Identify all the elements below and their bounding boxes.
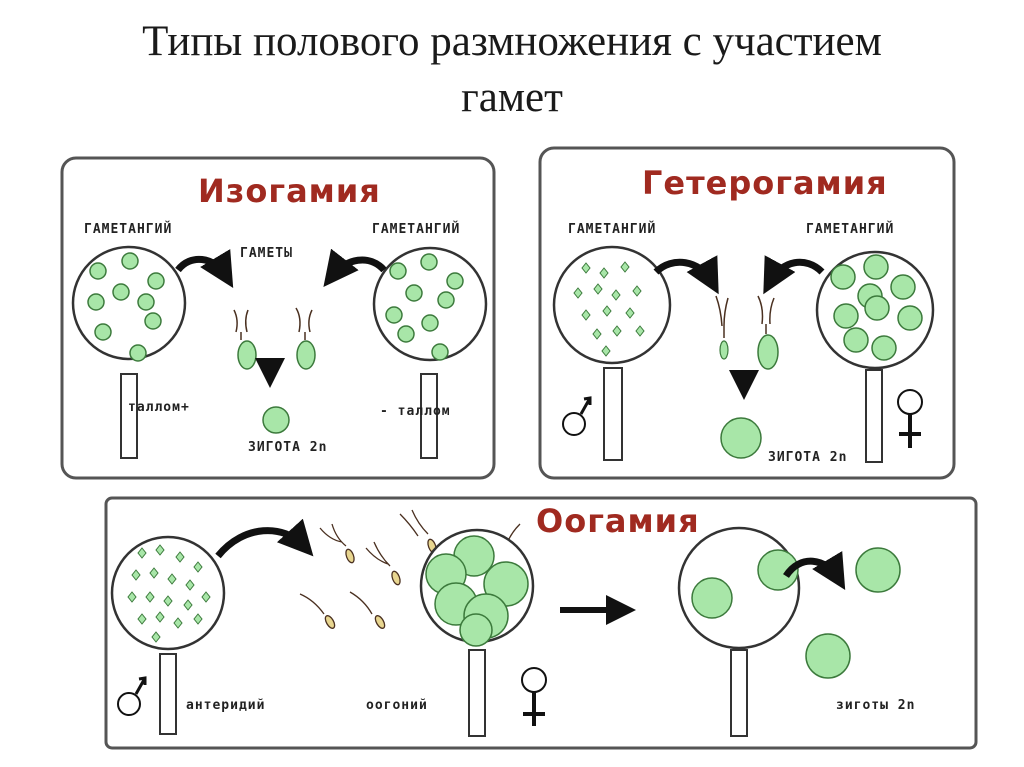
isogamy-zygote (262, 406, 290, 434)
heterogamy-female-symbol-icon (897, 389, 923, 448)
oogamy-antheridium (110, 535, 226, 735)
heterogamy-panel (538, 146, 956, 480)
isogamy-left-arrow (175, 248, 234, 288)
slide-title-line-2: гамет (461, 74, 563, 121)
oogamy-oogonium (419, 528, 535, 737)
isogamy-thallus-minus-label: - таллом (380, 404, 451, 419)
isogamy-gametes-label: ГАМЕТЫ (240, 246, 293, 261)
oogamy-release-arrow (783, 550, 846, 590)
isogamy-right-gametangium-label: ГАМЕТАНГИЙ (372, 222, 461, 237)
heterogamy-zygote-label: ЗИГОТА 2n (768, 450, 848, 465)
oogamy-title: Оогамия (536, 502, 700, 540)
isogamy-right-arrow (323, 248, 387, 288)
oogamy-oogonium-label: оогоний (366, 698, 428, 713)
heterogamy-right-gametangium-label: ГАМЕТАНГИЙ (806, 222, 895, 237)
heterogamy-male-symbol-icon (562, 396, 592, 436)
isogamy-thallus-plus-label: таллом+ (128, 400, 190, 415)
slide-title-line-1: Типы полового размножения с участием (142, 18, 882, 65)
heterogamy-zygote (720, 417, 762, 459)
oogamy-zygotes-label: зиготы 2n (836, 698, 916, 713)
heterogamy-female-gametangium (815, 250, 935, 463)
heterogamy-right-arrow (763, 255, 825, 295)
oogamy-curved-arrow (215, 518, 314, 559)
oogamy-zygote-structure (677, 526, 801, 737)
heterogamy-male-gametangium (552, 245, 672, 461)
isogamy-right-gametangium (372, 246, 488, 459)
oogamy-female-symbol-icon (521, 667, 547, 726)
heterogamy-gametes (715, 295, 779, 370)
oogamy-antheridium-label: антеридий (186, 698, 266, 713)
isogamy-panel (60, 156, 496, 480)
isogamy-left-gametangium-label: ГАМЕТАНГИЙ (84, 222, 173, 237)
oogamy-male-symbol-icon (117, 676, 147, 716)
isogamy-left-gametangium (71, 245, 187, 459)
isogamy-zygote-label: ЗИГОТА 2n (248, 440, 328, 455)
isogamy-title: Изогамия (198, 172, 381, 210)
heterogamy-left-arrow (653, 255, 719, 295)
heterogamy-title: Гетерогамия (642, 164, 888, 202)
heterogamy-left-gametangium-label: ГАМЕТАНГИЙ (568, 222, 657, 237)
slide-title: Типы полового размножения с участием гам… (0, 14, 1024, 126)
oogamy-released-zygotes (805, 547, 901, 679)
isogamy-gametes (233, 307, 316, 370)
